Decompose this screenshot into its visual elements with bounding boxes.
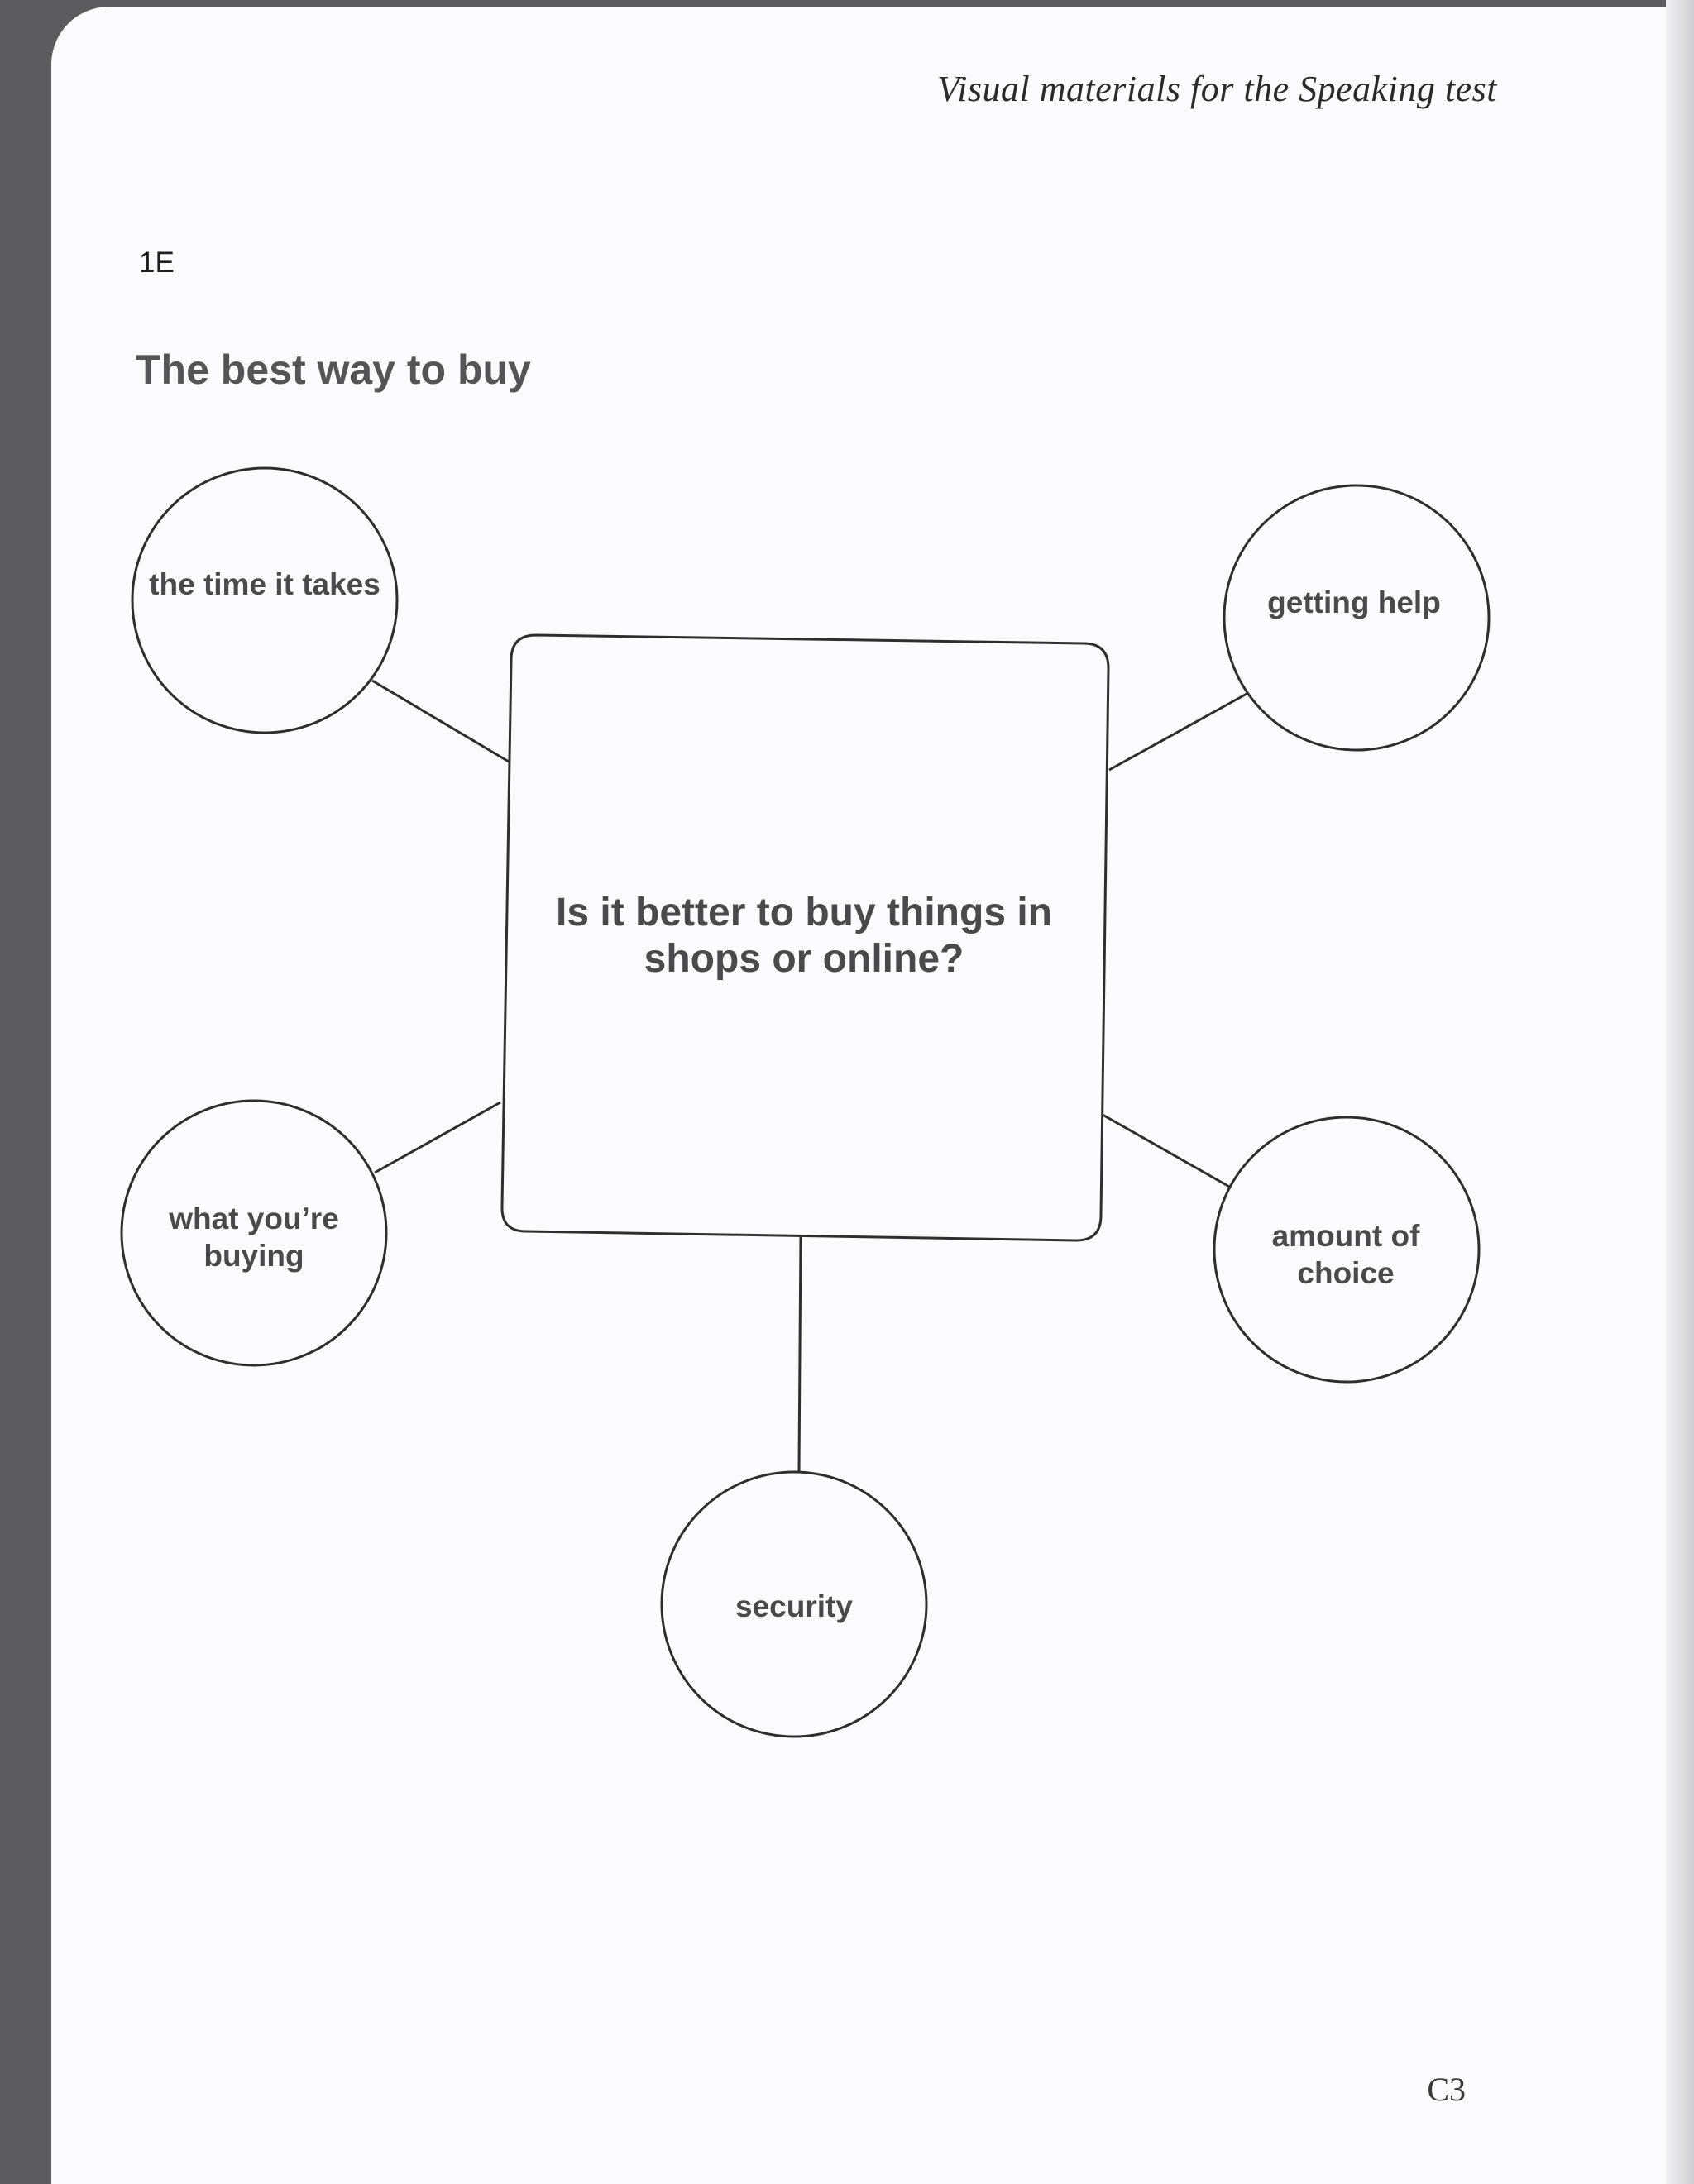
prompt-circle-top-left — [131, 466, 399, 734]
prompt-top-right: getting help — [1267, 585, 1441, 619]
connector-bottom-right — [1102, 1113, 1232, 1189]
running-header: Visual materials for the Speaking test — [937, 69, 1497, 109]
section-title: The best way to buy — [136, 346, 531, 393]
prompt-circle-top-right — [1223, 484, 1491, 752]
prompt-circle-bottom — [660, 1470, 928, 1738]
prompt-bottom: security — [735, 1589, 853, 1623]
section-label: 1E — [139, 246, 175, 279]
page-edge — [1666, 0, 1694, 2184]
prompt-circle-bottom-left — [120, 1099, 388, 1367]
connector-bottom-left — [374, 1101, 501, 1174]
central-question: Is it better to buy things in shops or o… — [556, 891, 1052, 981]
page-number: C3 — [1427, 2071, 1466, 2108]
prompt-bottom-right: amount of choice — [1271, 1219, 1420, 1290]
connector-top-right — [1108, 691, 1249, 772]
prompt-circle-bottom-right — [1213, 1116, 1481, 1384]
connector-bottom — [797, 1234, 802, 1472]
book-page — [51, 7, 1694, 2184]
prompt-top-left: the time it takes — [149, 567, 380, 601]
connector-top-left — [371, 679, 510, 763]
prompt-bottom-left: what you’re buying — [169, 1202, 339, 1273]
central-question-box — [500, 633, 1110, 1242]
